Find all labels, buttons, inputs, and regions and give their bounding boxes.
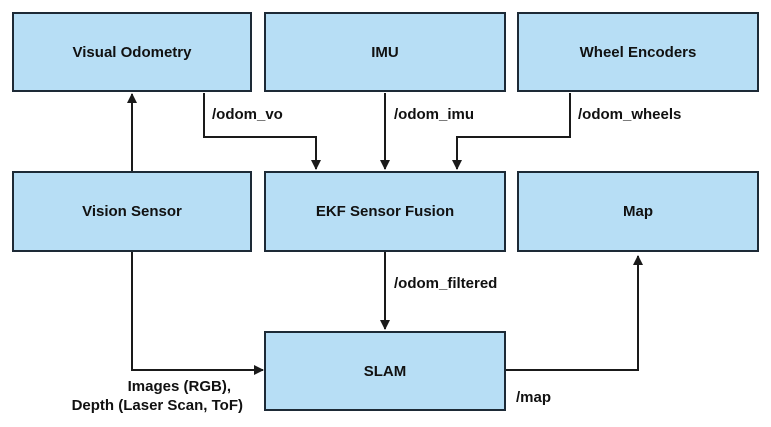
- node-vision-sensor: Vision Sensor: [12, 171, 252, 252]
- node-slam: SLAM: [264, 331, 506, 411]
- edge-vo-to-ekf: [203, 93, 321, 170]
- node-visual-odometry-label: Visual Odometry: [72, 43, 192, 61]
- node-map: Map: [517, 171, 759, 252]
- node-wheel-encoders-label: Wheel Encoders: [579, 43, 697, 61]
- node-map-label: Map: [623, 203, 653, 220]
- edge-label-odom-imu: /odom_imu: [394, 106, 475, 123]
- node-vision-sensor-label: Vision Sensor: [82, 203, 182, 220]
- node-ekf-sensor-fusion-label: EKF Sensor Fusion: [315, 203, 455, 220]
- edge-label-sensor-data-line1: Images (RGB),: [127, 378, 231, 395]
- edge-wheels-to-ekf: [452, 93, 571, 170]
- node-slam-label: SLAM: [363, 362, 407, 380]
- node-wheel-encoders: Wheel Encoders: [517, 12, 759, 92]
- edge-slam-to-map: [506, 255, 643, 371]
- edge-label-sensor-data-line2: Depth (Laser Scan, ToF): [71, 397, 243, 414]
- edge-vision-to-slam: [131, 252, 264, 375]
- node-imu-label: IMU: [371, 43, 399, 61]
- edge-label-odom-vo: /odom_vo: [212, 106, 283, 123]
- edge-label-map: /map: [516, 389, 552, 406]
- node-visual-odometry: Visual Odometry: [12, 12, 252, 92]
- edge-label-odom-wheels: /odom_wheels: [578, 106, 682, 123]
- edge-label-odom-filtered: /odom_filtered: [394, 275, 498, 292]
- node-imu: IMU: [264, 12, 506, 92]
- node-ekf-sensor-fusion: EKF Sensor Fusion: [264, 171, 506, 252]
